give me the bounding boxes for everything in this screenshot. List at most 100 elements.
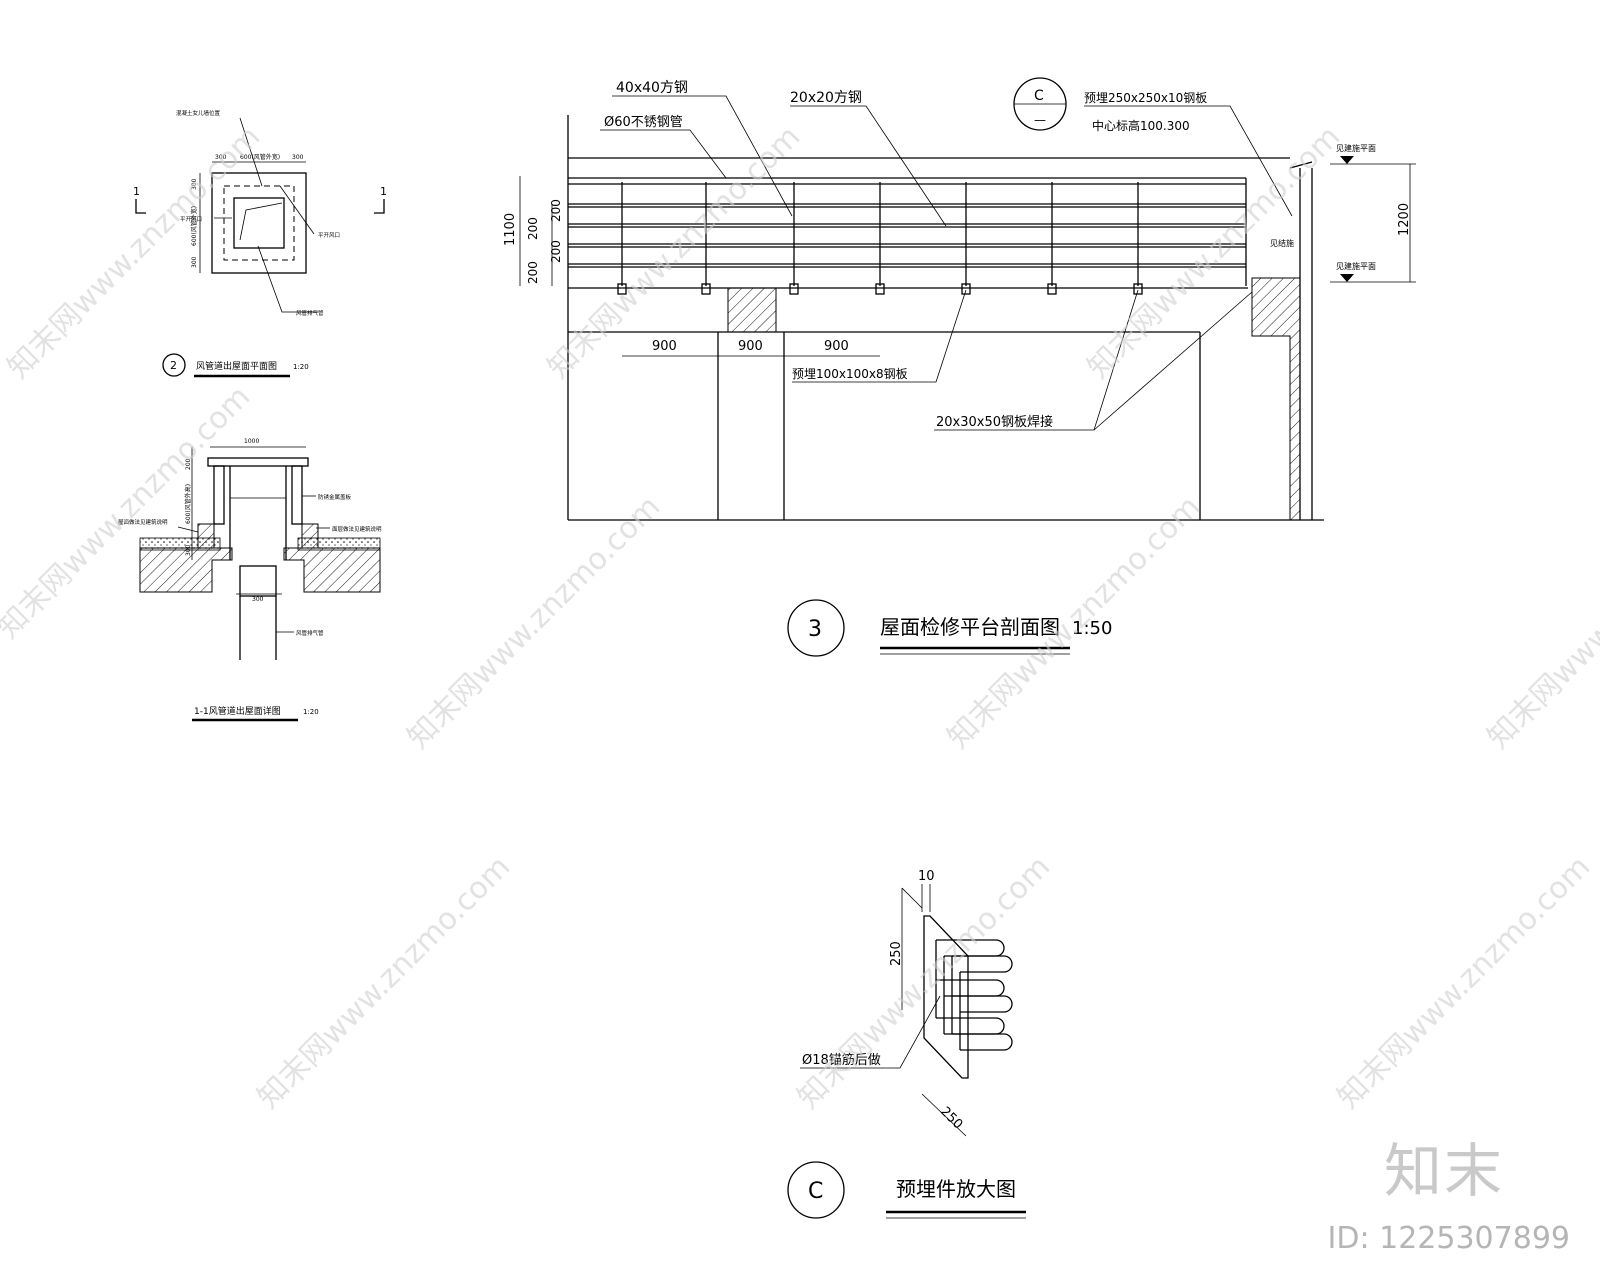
leader-2-a [239,117,263,187]
image-id: ID: 1225307899 [1327,1221,1570,1256]
detail-2-number: 2 [170,359,177,372]
dim-11-left-2: 600(风管外高) [184,484,192,524]
level-mark-top [1340,156,1354,164]
dim-c-250-h: 250 [889,941,904,966]
dim-c-width [921,1093,967,1137]
watermark-text: 知末网www.znzmo.com [1481,489,1600,755]
detail-11-title: 1-1风管道出屋面详图 [194,705,281,717]
anchor-bar [944,995,1013,1013]
leader-c-anchor [800,995,941,1069]
dim-c-250-w: 250 [937,1104,965,1132]
detail-2-title: 风管道出屋面平面图 [196,360,277,372]
label-3-wall: 见结施 [1270,238,1294,248]
label-2-vent-left: 平开风口 [180,216,202,223]
watermark-text: 知末网www.znzmo.com [1081,119,1347,385]
dim-2-left-2: 600(风管外宽) [190,206,198,246]
leader-3-weld-b [1093,291,1253,431]
post-base [617,283,627,295]
label-3-level-bottom: 见建施平面 [1336,261,1376,271]
detail-3-platform-section: 1100 200 200 200 200 900 900 900 1200 见建… [503,77,1416,657]
watermark-text: 知末网www.znzmo.com [401,489,667,755]
posts [617,178,1247,295]
label-3-pipe: Ø60不锈钢管 [604,115,683,130]
parapet-cap [1289,161,1313,169]
upstand-left [197,523,215,549]
post-base [701,283,711,295]
dim-3-900-b: 900 [738,339,763,354]
section-mark-right-label: 1 [380,185,387,198]
label-3-20x20: 20x20方钢 [790,90,862,106]
leader-11-c [177,526,199,533]
section-mark-left-label: 1 [133,185,140,198]
detail-2-plan: 300 600(风管外宽) 300 300 600(风管外宽) 300 1 1 … [133,109,387,378]
duct-outline [211,172,307,274]
leader-3-embed [1084,105,1293,217]
vent-opening [233,197,285,249]
dim-2-top-1: 300 [215,154,227,161]
label-11-exhaust: 风管排气管 [296,629,324,637]
post-base [1133,283,1143,295]
callout-c-dash: — [1034,113,1046,127]
roof-slab-left [139,547,233,593]
dim-3-200-a: 200 [526,217,540,240]
detail-3-number-circle [787,599,845,657]
post-base [961,283,971,295]
watermark-text: 知末网www.znzmo.com [1331,849,1597,1115]
label-2-vent-right: 平开风口 [318,232,340,239]
roof-slab-right [283,547,381,593]
watermark-logo: 知末 [1383,1137,1504,1205]
detail-2-number-circle [162,353,186,377]
label-2-exhaust: 风管排气管 [296,309,324,317]
label-3-level-top: 见建施平面 [1336,143,1376,153]
duct-wall-right [291,465,303,525]
watermark-text: 知末网www.znzmo.com [0,379,257,645]
leader-2-b [279,185,315,235]
detail-3-title: 屋面检修平台剖面图 [880,615,1060,639]
dim-2-left-1: 300 [191,178,198,190]
dim-c-10: 10 [918,869,935,884]
dim-3-1100: 1100 [503,213,518,246]
callout-c-letter: C [1034,88,1044,104]
leader-3-pipe [600,129,727,179]
label-c-anchor: Ø18锚筋后做 [802,1052,881,1068]
anchor-bar [944,955,1013,973]
dim-3-900-c: 900 [824,339,849,354]
upstand-right [301,523,319,549]
watermark-text: 知末网www.znzmo.com [1,119,267,385]
leader-3-base [792,289,967,383]
post-base [1047,283,1057,295]
detail-2-scale: 1:20 [293,363,309,371]
label-3-embed: 预埋250x250x10钢板 [1084,91,1207,105]
watermark-text: 知末网www.znzmo.com [791,849,1057,1115]
detail-1-1-section: 1000 300 200 600(风管外高) 300 防锈金属盖板 面层做法见建… [118,438,382,722]
cover-plate [207,457,309,467]
dim-2-top-3: 300 [292,154,304,161]
duct-wall-left [213,465,225,525]
level-mark-bottom [1340,274,1354,282]
label-3-40x40: 40x40方钢 [616,80,688,96]
detail-c-letter: C [808,1179,823,1204]
detail-c-title: 预埋件放大图 [896,1177,1016,1201]
leader-2-d [257,245,318,313]
dim-3-200-c: 200 [549,240,563,263]
duct-inner-dashed [223,185,295,261]
parapet-wall [1251,277,1301,521]
label-11-finish: 面层做法见建筑说明 [332,525,382,533]
dim-2-top-2: 600(风管外宽) [240,153,280,161]
embed-plate [923,915,969,1079]
post-base [789,283,799,295]
dim-3-200-d: 200 [526,261,540,284]
detail-c-embedded-part: 10 250 250 Ø18锚筋后做 C 预埋件放大图 [787,869,1026,1219]
dim-c-height-line [901,887,923,909]
section-mark-left [135,199,146,214]
detail-c-circle [787,1161,845,1219]
dim-11-left-1: 200 [185,458,192,470]
support-block [727,287,777,333]
vent-flap [239,202,283,241]
label-3-elev: 中心标高100.300 [1092,118,1190,133]
label-3-base: 预埋100x100x8钢板 [792,367,908,381]
dim-11-bottom: 300 [252,596,264,603]
label-11-cover: 防锈金属盖板 [318,493,352,501]
dim-2-left-3: 300 [191,256,198,268]
